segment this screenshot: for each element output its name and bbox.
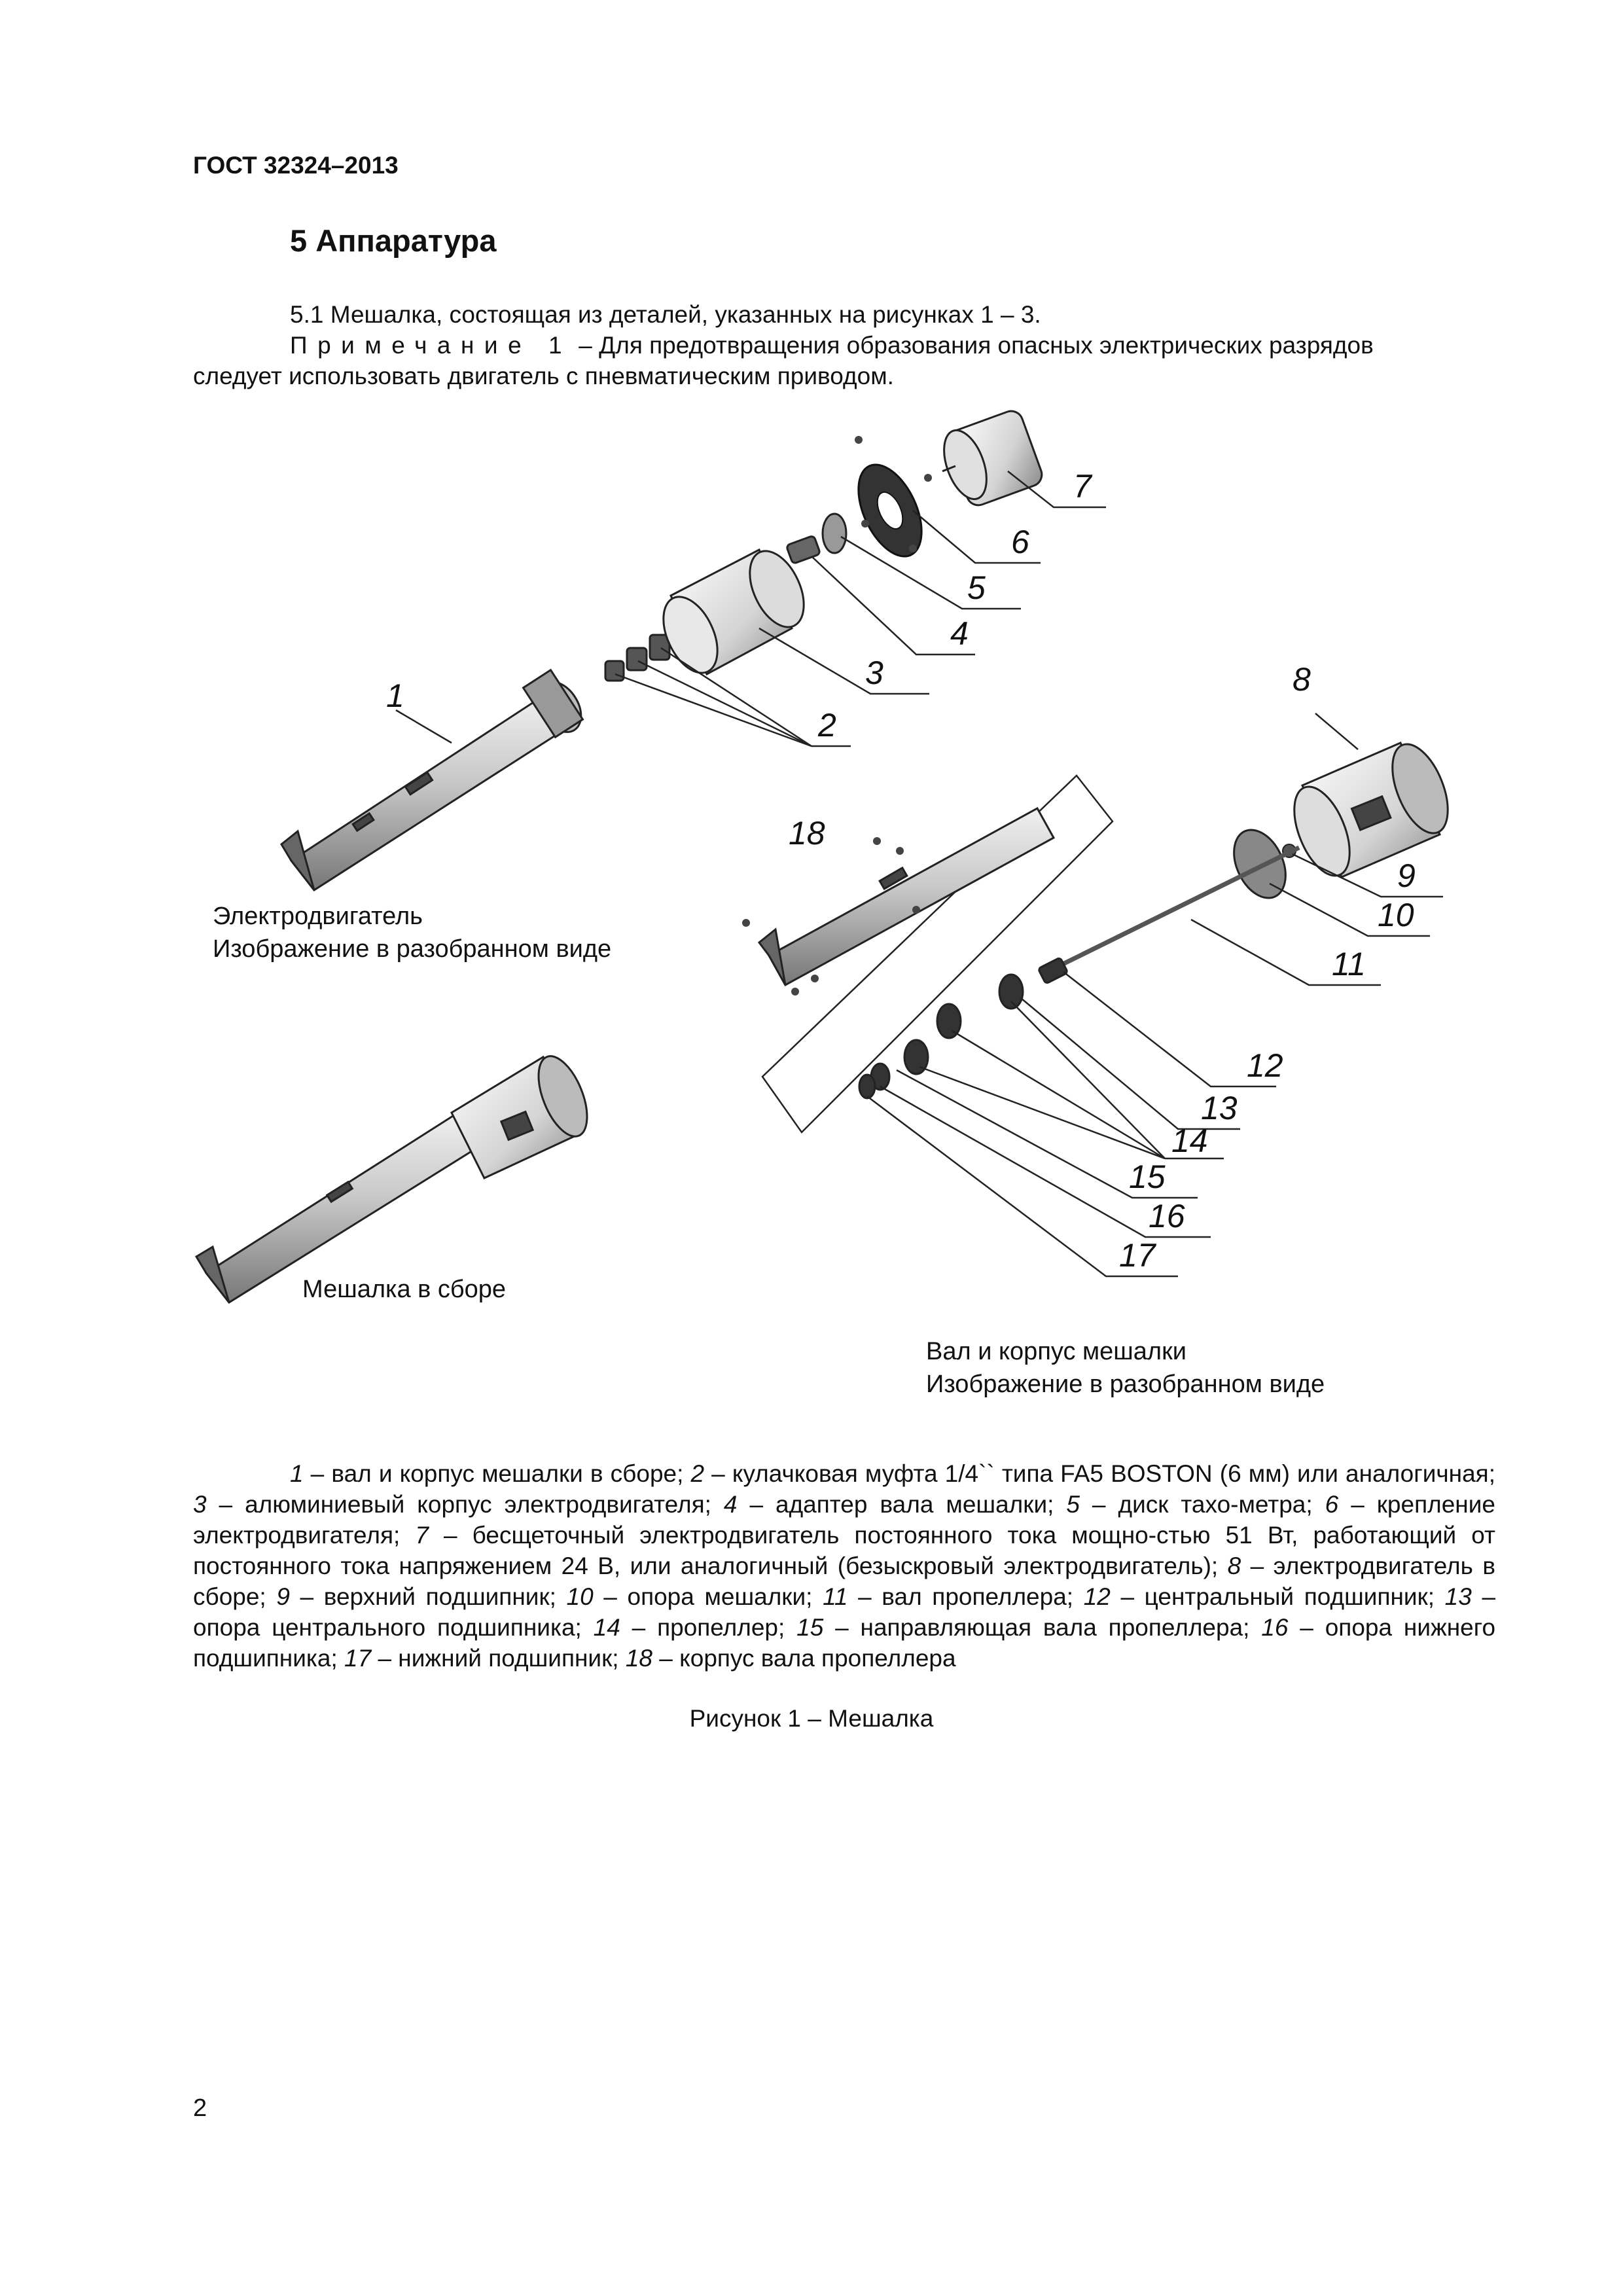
legend-text: – вал и корпус мешалки в сборе;: [303, 1460, 691, 1487]
part-11-propeller-shaft: [1059, 845, 1300, 968]
propeller-parts: [858, 958, 1068, 1100]
leader-lines-top: [395, 471, 1106, 747]
caption-motor-line2: Изображение в разобранном виде: [213, 935, 612, 963]
legend-number: 16: [1261, 1614, 1289, 1641]
label-13: 13: [1201, 1090, 1238, 1126]
legend-number: 12: [1083, 1583, 1111, 1610]
legend-number: 14: [593, 1614, 620, 1641]
legend-number: 7: [415, 1522, 429, 1549]
legend-text: – направляющая вала пропеллера;: [823, 1614, 1262, 1641]
caption-assembled: Мешалка в сборе: [302, 1276, 507, 1303]
caption-motor-line1: Электродвигатель: [213, 903, 423, 930]
document-header: ГОСТ 32324–2013: [193, 152, 399, 179]
note-label: Примечание 1: [290, 332, 573, 359]
legend-number: 6: [1325, 1491, 1339, 1518]
section-title: 5 Аппаратура: [290, 223, 497, 258]
legend-text: – пропеллер;: [620, 1614, 797, 1641]
label-14: 14: [1171, 1122, 1208, 1159]
legend-number: 17: [344, 1645, 372, 1672]
part-2-couplings: [604, 634, 671, 682]
legend-number: 1: [290, 1460, 304, 1487]
legend-number: 8: [1227, 1552, 1241, 1579]
legend-number: 15: [796, 1614, 824, 1641]
caption-shaft: Вал и корпус мешалки Изображение в разоб…: [926, 1335, 1325, 1401]
note-text-1: – Для предотвращения образования опасных…: [572, 332, 1374, 359]
label-9: 9: [1397, 857, 1416, 894]
figure-legend: 1 – вал и корпус мешалки в сборе; 2 – ку…: [193, 1458, 1495, 1674]
legend-text: – электродвигатель в сборе;: [193, 1552, 1495, 1610]
screws: [855, 436, 932, 552]
legend-text: – кулачковая муфта 1/4`` типа FA5 BOSTON…: [704, 1460, 1495, 1487]
legend-text: – вал пропеллера;: [847, 1583, 1084, 1610]
note-line-1: Примечание 1 – Для предотвращения образо…: [290, 330, 1374, 361]
label-11: 11: [1332, 946, 1366, 982]
label-10: 10: [1378, 897, 1414, 933]
paragraph-5-1: 5.1 Мешалка, состоящая из деталей, указа…: [290, 301, 1041, 328]
label-16: 16: [1149, 1198, 1185, 1234]
label-1: 1: [386, 677, 404, 714]
caption-shaft-line1: Вал и корпус мешалки: [926, 1338, 1186, 1365]
legend-number: 18: [625, 1645, 652, 1672]
part-7-motor: [942, 410, 1043, 507]
page-number: 2: [193, 2094, 207, 2122]
label-8: 8: [1293, 661, 1311, 698]
label-4: 4: [950, 615, 969, 652]
legend-text: – диск тахо-метра;: [1079, 1491, 1325, 1518]
legend-text: – центральный подшипник;: [1110, 1583, 1445, 1610]
legend-text: – крепление электродвигателя;: [193, 1491, 1495, 1549]
legend-text: – алюминиевый корпус электродвигателя;: [206, 1491, 724, 1518]
leader-lines-right: [866, 713, 1443, 1278]
part-4-adapter: [786, 535, 821, 564]
part-10-support: [1233, 829, 1287, 899]
part-3-housing: [662, 548, 805, 676]
label-5: 5: [967, 569, 986, 606]
label-18: 18: [789, 815, 825, 852]
label-17: 17: [1119, 1237, 1157, 1274]
legend-number: 9: [276, 1583, 290, 1610]
figure-caption: Рисунок 1 – Мешалка: [689, 1705, 934, 1732]
label-15: 15: [1129, 1158, 1166, 1195]
legend-text: – адаптер вала мешалки;: [737, 1491, 1067, 1518]
legend-number: 2: [690, 1460, 705, 1487]
figure-labels: 1 2 3 4 5 6 7 8 9 10 11 12 13 14 15 16 1…: [386, 468, 1416, 1274]
legend-text: – бесщеточный электродвигатель постоянно…: [193, 1522, 1495, 1579]
legend-text: – опора центрального подшипника;: [193, 1583, 1496, 1641]
label-6: 6: [1011, 524, 1029, 560]
legend-number: 11: [823, 1583, 848, 1610]
label-7: 7: [1073, 468, 1093, 505]
label-3: 3: [865, 655, 883, 691]
legend-text: – корпус вала пропеллера: [652, 1645, 956, 1672]
part-8-motor-assembly: [1293, 742, 1449, 878]
legend-text: – нижний подшипник;: [371, 1645, 626, 1672]
legend-text: – опора мешалки;: [593, 1583, 823, 1610]
assembled-stirrer: [194, 1055, 588, 1304]
stirrer-figure: 1 2 3 4 5 6 7 8 9 10 11 12 13 14 15 16 1…: [194, 410, 1449, 1304]
caption-motor: Электродвигатель Изображение в разобранн…: [213, 900, 611, 965]
legend-number: 4: [723, 1491, 738, 1518]
caption-shaft-line2: Изображение в разобранном виде: [926, 1371, 1325, 1398]
legend-number: 3: [193, 1491, 207, 1518]
legend-number: 5: [1066, 1491, 1080, 1518]
legend-number: 13: [1444, 1583, 1472, 1610]
legend-number: 10: [566, 1583, 594, 1610]
label-2: 2: [817, 707, 836, 744]
part-5-disk: [821, 512, 847, 554]
legend-text: – опора нижнего подшипника;: [193, 1614, 1496, 1672]
part-18-shaft-housing: [757, 806, 1056, 987]
part-1-shaft-body: [280, 668, 584, 892]
label-12: 12: [1247, 1047, 1283, 1084]
note-line-2: следует использовать двигатель с пневмат…: [193, 363, 894, 389]
legend-text: – верхний подшипник;: [289, 1583, 567, 1610]
